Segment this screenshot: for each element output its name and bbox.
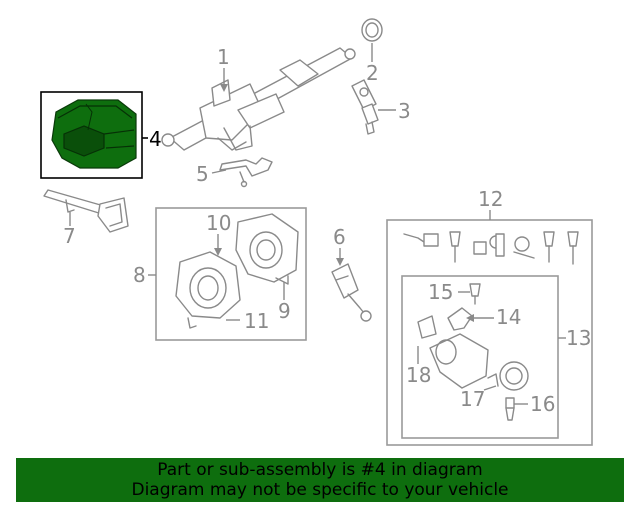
group-box-13: [401, 275, 559, 439]
callout-5: 5: [196, 162, 209, 186]
callout-3: 3: [398, 99, 411, 123]
banner-line-2: Diagram may not be specific to your vehi…: [131, 480, 509, 500]
info-banner: Part or sub-assembly is #4 in diagram Di…: [16, 458, 624, 502]
key-set-part[interactable]: [403, 231, 579, 265]
steering-column-part[interactable]: [161, 47, 356, 151]
callout-8: 8: [133, 263, 146, 287]
callout-14: 14: [496, 305, 521, 329]
callout-10: 10: [206, 211, 231, 235]
callout-9: 9: [278, 299, 291, 323]
callout-15: 15: [428, 280, 453, 304]
banner-line-1: Part or sub-assembly is #4 in diagram: [157, 460, 483, 480]
callout-12: 12: [478, 187, 503, 211]
callout-18: 18: [406, 363, 431, 387]
callout-16: 16: [530, 392, 555, 416]
callout-6: 6: [333, 225, 346, 249]
lock-cylinder-part[interactable]: [417, 283, 529, 421]
callout-7: 7: [63, 224, 76, 248]
column-shroud-part[interactable]: [51, 99, 137, 169]
group-box-12: [386, 219, 593, 446]
callout-17: 17: [460, 387, 485, 411]
callout-13: 13: [566, 326, 591, 350]
combination-switch-part[interactable]: [331, 263, 372, 322]
group-box-8: [155, 207, 307, 341]
callout-1: 1: [217, 45, 230, 69]
wiper-switch-part[interactable]: [43, 189, 129, 233]
callout-2: 2: [366, 61, 379, 85]
clock-spring-part[interactable]: [175, 213, 299, 329]
highlight-box: [40, 91, 143, 179]
ignition-switch-part[interactable]: [351, 79, 379, 135]
callout-11: 11: [244, 309, 269, 333]
bracket-part[interactable]: [219, 157, 273, 188]
cap-part[interactable]: [361, 18, 383, 42]
callout-4: 4: [149, 127, 162, 151]
